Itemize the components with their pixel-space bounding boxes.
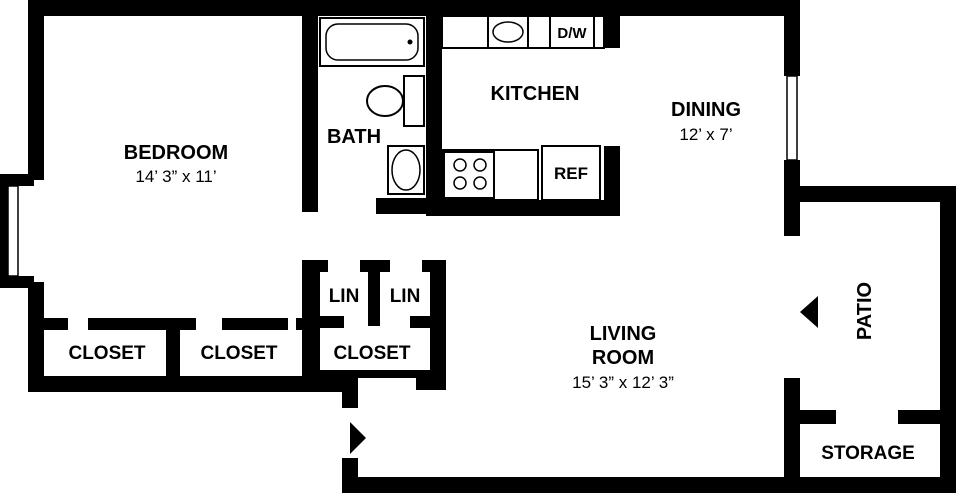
wall-entry-lower [342, 458, 358, 493]
refrigerator-label: REF [554, 164, 588, 183]
living-size: 15’ 3” x 12’ 3” [572, 373, 674, 392]
storage-label: STORAGE [821, 443, 915, 464]
bedroom-label: BEDROOM [124, 142, 228, 164]
wall-bottom-left [28, 376, 358, 392]
wall-dw-right [604, 14, 620, 48]
closet-label-2: CLOSET [200, 343, 277, 364]
sink-icon [391, 149, 421, 191]
closet-label-3: CLOSET [333, 343, 410, 364]
kitchen-fixtures [441, 15, 605, 201]
wall-entry-stub [342, 380, 358, 408]
toilet-icon [366, 85, 404, 117]
wall-bottom-right [342, 477, 956, 493]
patio-label: PATIO [854, 282, 876, 340]
wall-right-lower [784, 378, 800, 493]
closet-label-1: CLOSET [68, 343, 145, 364]
kitchen-label: KITCHEN [491, 83, 580, 105]
kitchen-sink-icon [487, 15, 529, 49]
wall-ref-right [604, 146, 620, 216]
dining-size: 12’ x 7’ [679, 125, 732, 144]
wall-bed-bath [302, 0, 318, 212]
wall-left-lower [28, 282, 44, 392]
bath-fixtures [319, 17, 425, 195]
living-label-line2: ROOM [592, 347, 654, 369]
linen-label-2: LIN [390, 286, 421, 307]
sink-vanity-icon [387, 145, 425, 195]
wall-kitchen-bottom [426, 200, 620, 216]
bathtub-icon [319, 17, 425, 67]
entry-arrow-icon [350, 422, 366, 454]
wall-patio-top [784, 186, 956, 202]
bath-label: BATH [327, 126, 381, 148]
wall-left-upper [28, 0, 44, 180]
wall-bath-bottom [376, 198, 442, 214]
interior-walls [44, 0, 956, 424]
dining-window [786, 75, 798, 161]
toilet-tank-icon [403, 75, 425, 127]
dining-label: DINING [671, 99, 741, 121]
bedroom-window [0, 174, 34, 288]
wall-top [28, 0, 800, 16]
dishwasher-label: D/W [557, 25, 587, 42]
dishwasher-icon [549, 15, 595, 49]
refrigerator-icon [541, 145, 601, 201]
wall-right-upper [784, 0, 800, 76]
wall-patio-right [940, 186, 956, 493]
living-label-line1: LIVING [590, 323, 657, 345]
bedroom-size: 14’ 3” x 11’ [135, 167, 216, 186]
linen-label-1: LIN [329, 286, 360, 307]
patio-door-arrow-icon [800, 296, 818, 328]
wall-bath-kitchen [426, 0, 442, 212]
